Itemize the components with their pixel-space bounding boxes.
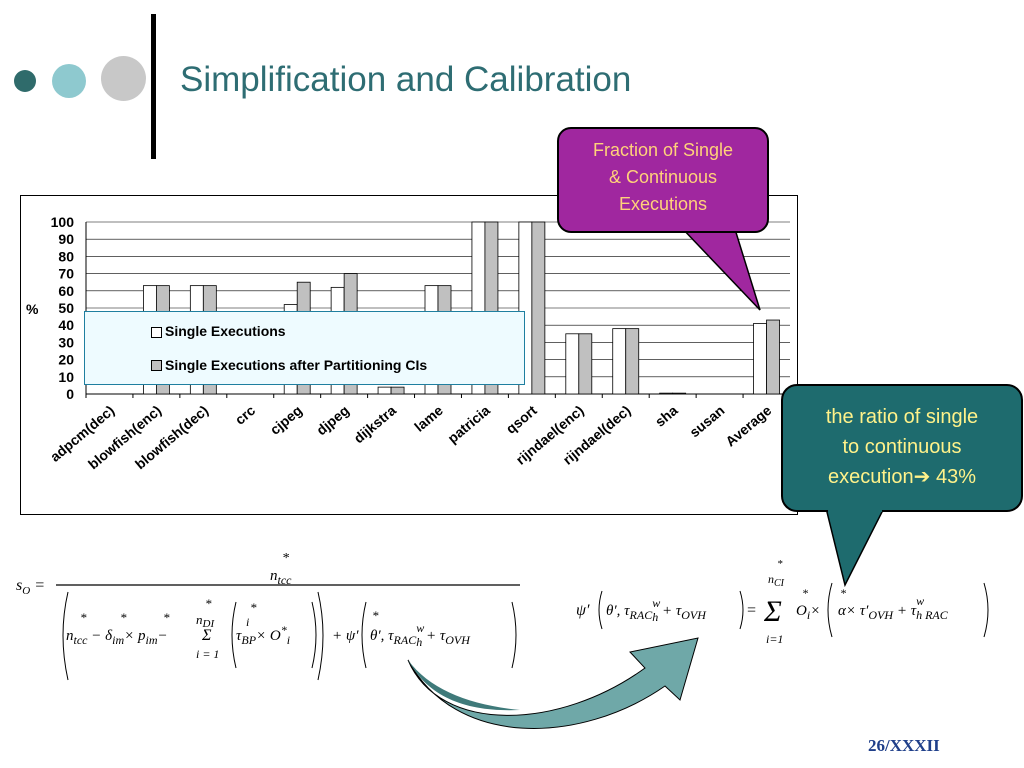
- svg-text:=: =: [746, 602, 757, 619]
- svg-text:*: *: [120, 610, 127, 625]
- callout-fraction: Fraction of Single & Continuous Executio…: [557, 127, 769, 233]
- callout-fraction-line3: Executions: [618, 194, 708, 214]
- y-tick-label-30: 30: [58, 334, 74, 350]
- header-dot-mid: [52, 64, 86, 98]
- svg-text:α× τ′OVH + τwh RAC: α× τ′OVH + τwh RAC: [838, 594, 949, 622]
- header-dot-dark: [14, 70, 36, 92]
- page-number: 26/XXXII: [868, 736, 940, 755]
- bar-1-12: [672, 392, 687, 395]
- y-tick-label-100: 100: [51, 214, 75, 230]
- svg-text:Σ: Σ: [201, 627, 212, 644]
- slide-title: Simplification and Calibration: [180, 60, 632, 99]
- y-tick-label-50: 50: [58, 300, 74, 316]
- svg-text:Σ: Σ: [763, 595, 782, 628]
- svg-text:Oi×: Oi×: [796, 603, 820, 622]
- y-tick-label-90: 90: [58, 231, 74, 247]
- svg-text:sO =: sO =: [16, 577, 45, 597]
- callout-ratio-line2: to continuous: [842, 436, 962, 458]
- bar-1-9: [531, 221, 546, 395]
- callout-fraction-line2: & Continuous: [608, 167, 718, 187]
- callout-ratio-line1: the ratio of single: [825, 406, 979, 428]
- callout-fraction-line1: Fraction of Single: [592, 140, 734, 160]
- y-tick-label-40: 40: [58, 317, 74, 333]
- svg-text:*: *: [163, 610, 170, 625]
- svg-text:+ ψ′: + ψ′: [332, 628, 359, 644]
- svg-text:*: *: [282, 551, 289, 566]
- svg-text:nCI: nCI: [768, 572, 785, 589]
- bar-1-11: [625, 328, 640, 395]
- legend-label-partitioned: Single Executions after Partitioning CIs: [165, 357, 428, 373]
- legend-label-single: Single Executions: [165, 323, 286, 339]
- callout-ratio-line3: execution➔ 43%: [828, 466, 976, 488]
- y-tick-label-20: 20: [58, 352, 74, 368]
- bar-1-6: [390, 386, 405, 395]
- svg-text:*: *: [802, 586, 808, 600]
- svg-text:ntcc: ntcc: [270, 568, 292, 587]
- legend-swatch-partitioned: [151, 360, 162, 371]
- y-tick-label-60: 60: [58, 283, 74, 299]
- svg-text:*: *: [777, 558, 783, 570]
- svg-text:ψ′: ψ′: [576, 602, 590, 619]
- callout-ratio: the ratio of single to continuous execut…: [781, 384, 1023, 512]
- equation-left: sO = * ntcc * ntcc − δim× pim− * * * nDI…: [16, 551, 520, 681]
- header-dot-light: [101, 56, 146, 101]
- svg-text:*: *: [205, 596, 212, 611]
- svg-text:ntcc − δim× pim−: ntcc − δim× pim−: [66, 628, 168, 647]
- chart-legend: Single Executions Single Executions afte…: [84, 311, 525, 385]
- legend-swatch-single: [151, 327, 162, 338]
- y-tick-label-0: 0: [66, 386, 74, 402]
- right-arrow-icon: ➔: [913, 466, 931, 488]
- y-axis-label: %: [26, 301, 39, 317]
- y-tick-label-10: 10: [58, 369, 74, 385]
- svg-text:i = 1: i = 1: [196, 647, 219, 661]
- bar-1-14: [766, 319, 780, 395]
- svg-text:i: i: [246, 615, 249, 629]
- svg-text:*: *: [250, 600, 257, 615]
- svg-text:τBP× O*i: τBP× O*i: [236, 623, 290, 647]
- y-tick-label-80: 80: [58, 248, 74, 264]
- svg-text:*: *: [80, 610, 87, 625]
- y-tick-label-70: 70: [58, 266, 74, 282]
- svg-text:*: *: [372, 608, 379, 623]
- header-divider: [151, 14, 156, 159]
- bar-1-10: [578, 333, 593, 395]
- svg-text:*: *: [840, 586, 846, 600]
- svg-text:i=1: i=1: [766, 632, 783, 646]
